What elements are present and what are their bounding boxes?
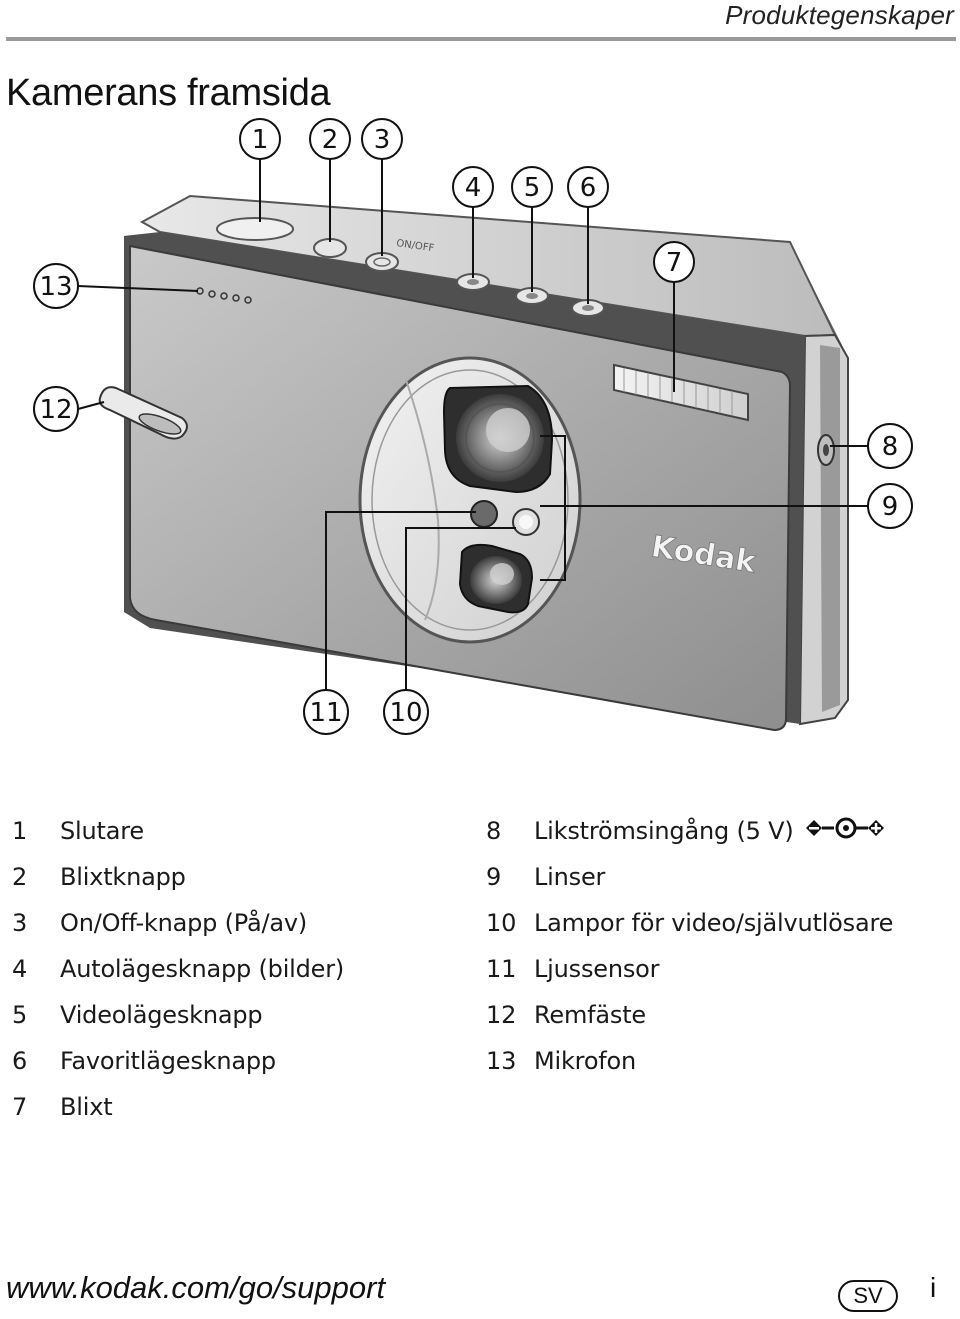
- svg-text:8: 8: [882, 432, 899, 462]
- header-divider: [6, 37, 956, 41]
- callout-11: 11: [303, 689, 349, 735]
- svg-text:7: 7: [666, 248, 683, 278]
- legend-number: 9: [486, 863, 502, 891]
- legend-number: 12: [486, 1001, 517, 1029]
- legend-number: 10: [486, 909, 517, 937]
- legend-label: Videolägesknapp: [60, 1001, 263, 1029]
- svg-text:2: 2: [322, 125, 339, 155]
- legend-label: Blixt: [60, 1093, 113, 1121]
- callout-7: 7: [653, 241, 695, 283]
- callout-4: 4: [452, 166, 494, 208]
- svg-text:11: 11: [309, 698, 342, 728]
- legend-item: 10 Lampor för video/självutlösare: [486, 900, 893, 946]
- legend-label: Likströmsingång (5 V): [534, 817, 794, 845]
- legend-item: 6 Favoritlägesknapp: [12, 1038, 344, 1084]
- legend-number: 13: [486, 1047, 517, 1075]
- camera-illustration: ON/OFF Kodak: [33, 118, 913, 735]
- legend-item: 7 Blixt: [12, 1084, 344, 1130]
- dc-polarity-icon: [804, 816, 888, 846]
- legend-label: On/Off-knapp (På/av): [60, 909, 308, 937]
- page-title: Kamerans framsida: [6, 72, 331, 114]
- legend-number: 8: [486, 817, 502, 845]
- svg-text:13: 13: [39, 272, 72, 302]
- callout-5: 5: [511, 166, 553, 208]
- callout-13: 13: [33, 263, 79, 309]
- language-badge: SV: [838, 1280, 898, 1312]
- svg-text:6: 6: [580, 173, 597, 203]
- legend-right-column: 8 Likströmsingång (5 V) 9 Linser 10 Lampor …: [486, 808, 893, 1084]
- callout-1: 1: [239, 118, 281, 160]
- page-number: i: [930, 1272, 937, 1303]
- legend-label: Autolägesknapp (bilder): [60, 955, 345, 983]
- svg-text:1: 1: [252, 125, 269, 155]
- svg-text:4: 4: [465, 173, 482, 203]
- callout-12: 12: [33, 386, 79, 432]
- callout-3: 3: [361, 118, 403, 160]
- svg-text:5: 5: [524, 173, 541, 203]
- callout-6: 6: [567, 166, 609, 208]
- top-panel-label: ON/OFF: [396, 238, 436, 254]
- legend-number: 11: [486, 955, 517, 983]
- legend-item: 8 Likströmsingång (5 V): [486, 808, 893, 854]
- callout-2: 2: [309, 118, 351, 160]
- legend-number: 5: [12, 1001, 28, 1029]
- legend-number: 7: [12, 1093, 28, 1121]
- svg-text:9: 9: [882, 492, 899, 522]
- legend-item: 11 Ljussensor: [486, 946, 893, 992]
- legend-item: 13 Mikrofon: [486, 1038, 893, 1084]
- legend-label: Blixtknapp: [60, 863, 186, 891]
- legend-label: Ljussensor: [534, 955, 660, 983]
- legend-item: 2 Blixtknapp: [12, 854, 344, 900]
- legend-number: 1: [12, 817, 28, 845]
- legend-left-column: 1 Slutare 2 Blixtknapp 3 On/Off-knapp (På/a…: [12, 808, 344, 1130]
- legend-item: 4 Autolägesknapp (bilder): [12, 946, 344, 992]
- callout-9: 9: [867, 483, 913, 529]
- svg-text:10: 10: [389, 698, 422, 728]
- legend-label: Remfäste: [534, 1001, 646, 1029]
- legend-number: 4: [12, 955, 28, 983]
- legend-label: Linser: [534, 863, 606, 891]
- camera-front-diagram: ON/OFF Kodak: [0, 110, 960, 750]
- legend-item: 1 Slutare: [12, 808, 344, 854]
- leader-lines: [77, 159, 868, 690]
- legend-item: 9 Linser: [486, 854, 893, 900]
- legend-number: 2: [12, 863, 28, 891]
- parts-legend: 1 Slutare 2 Blixtknapp 3 On/Off-knapp (På/a…: [0, 808, 960, 1128]
- support-url[interactable]: www.kodak.com/go/support: [6, 1270, 386, 1305]
- legend-item: 3 On/Off-knapp (På/av): [12, 900, 344, 946]
- svg-text:3: 3: [374, 125, 391, 155]
- legend-label: Mikrofon: [534, 1047, 637, 1075]
- legend-number: 6: [12, 1047, 28, 1075]
- svg-text:12: 12: [39, 395, 72, 425]
- legend-item: 5 Videolägesknapp: [12, 992, 344, 1038]
- legend-number: 3: [12, 909, 28, 937]
- section-title: Produktegenskaper: [725, 0, 954, 30]
- legend-item: 12 Remfäste: [486, 992, 893, 1038]
- callout-8: 8: [867, 423, 913, 469]
- legend-label: Slutare: [60, 817, 144, 845]
- callout-10: 10: [383, 689, 429, 735]
- legend-label: Favoritlägesknapp: [60, 1047, 276, 1075]
- legend-label: Lampor för video/självutlösare: [534, 909, 894, 937]
